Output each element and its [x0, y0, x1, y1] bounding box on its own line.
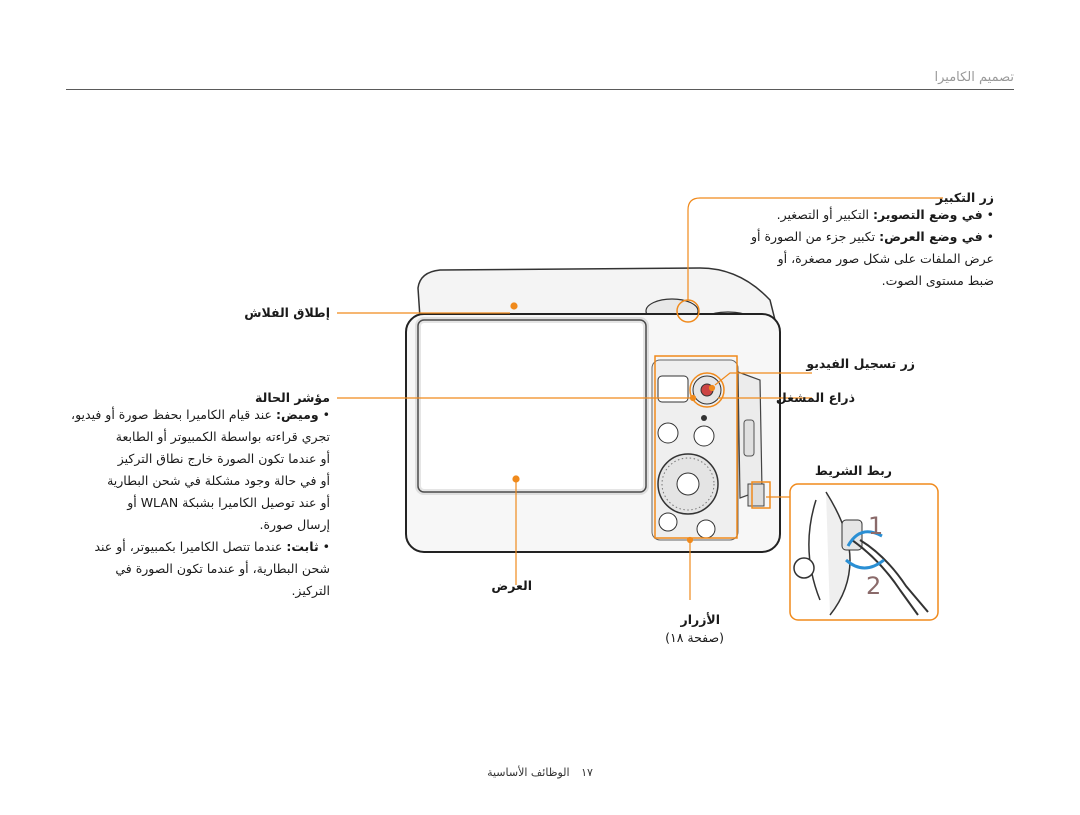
footer-section: الوظائف الأساسية: [487, 766, 570, 779]
display-title: العرض: [491, 578, 532, 593]
status-lamp-description: وميض: عند قيام الكاميرا بحفظ صورة أو فيد…: [70, 404, 330, 602]
video-record-title: زر تسجيل الفيديو: [806, 356, 915, 371]
delete-button: [696, 519, 716, 539]
strap-detail-box: [789, 483, 939, 621]
footer-page-number: ١٧: [581, 766, 593, 779]
ok-button: [676, 472, 700, 496]
video-highlight: [689, 372, 725, 408]
callout-lines: [337, 197, 943, 600]
mode-lever-title: ذراع المشغل: [775, 390, 855, 405]
header-rule: [66, 89, 1014, 90]
lcd-screen: [417, 319, 647, 493]
status-lamp-title: مؤشر الحالة: [255, 390, 330, 405]
flash-release-title: إطلاق الفلاش: [244, 305, 330, 320]
page-title: تصميم الكاميرا: [934, 70, 1015, 85]
buttons-page-ref: (صفحة ١٨): [665, 630, 724, 645]
buttons-title: الأزرار: [680, 612, 720, 627]
buttons-highlight: [654, 355, 738, 539]
strap-step-1: 1: [868, 512, 884, 540]
playback-button: [658, 512, 678, 532]
strap-highlight: [751, 481, 771, 509]
drive-button: [657, 375, 689, 403]
zoom-button-title: زر التكبير: [935, 190, 994, 205]
menu-button: [657, 422, 679, 444]
fn-button: [693, 425, 715, 447]
strap-step-2: 2: [866, 572, 882, 600]
strap-eyelet: [747, 483, 765, 507]
zoom-button-description: في وضع التصوير: التكبير أو التصغير. في و…: [694, 204, 994, 292]
strap-title: ربط الشريط: [814, 463, 892, 478]
page-footer: ١٧ الوظائف الأساسية: [0, 766, 1080, 779]
status-lamp: [701, 415, 707, 421]
